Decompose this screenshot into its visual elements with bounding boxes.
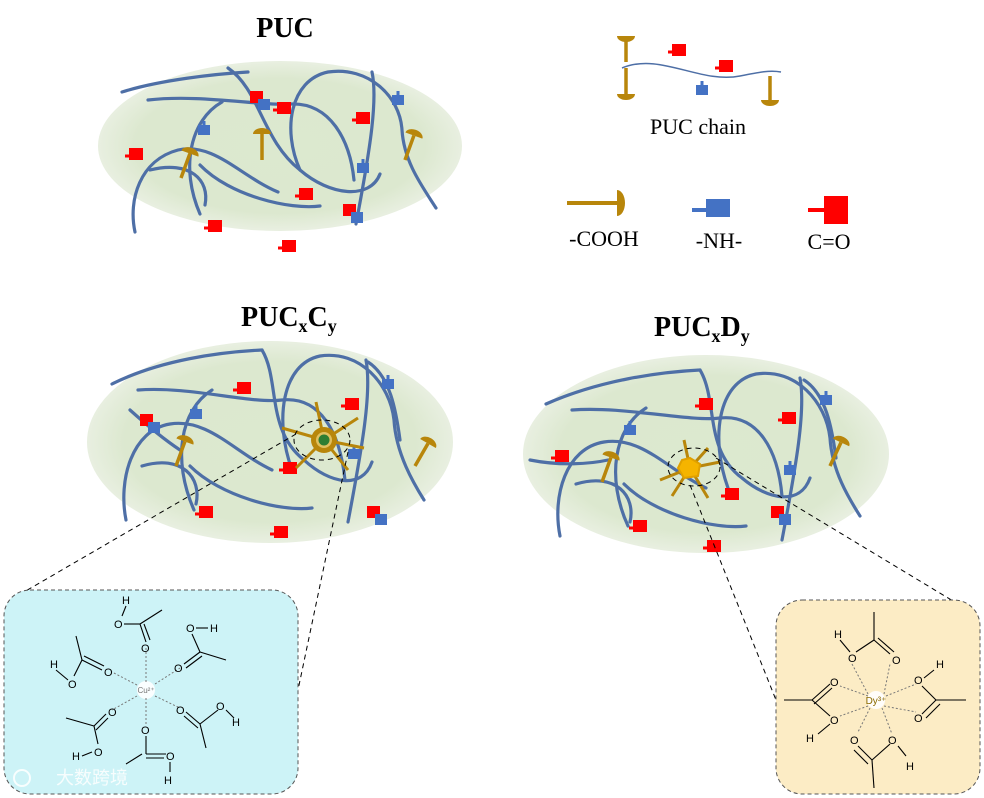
svg-text:H: H (232, 717, 240, 729)
svg-text:O: O (68, 679, 77, 691)
pucxcy-title: PUCxCy (241, 302, 337, 336)
svg-text:O: O (166, 751, 175, 763)
svg-text:H: H (210, 623, 218, 635)
watermark-text: 大数跨境 (56, 768, 128, 789)
legend-cooh-label: -COOH (569, 226, 639, 251)
svg-text:O: O (114, 619, 123, 631)
legend-co-label: C=O (808, 229, 851, 254)
legend-nh-label: -NH- (696, 228, 742, 253)
svg-text:O: O (914, 675, 923, 687)
pucxdy-title: PUCxDy (654, 312, 750, 346)
legend: PUC chain -COOH -NH- C=O (567, 36, 850, 254)
cooh-icon (567, 190, 625, 216)
svg-text:H: H (122, 595, 130, 607)
svg-text:O: O (141, 725, 150, 737)
svg-text:H: H (834, 629, 842, 641)
svg-text:O: O (186, 623, 195, 635)
pucxdy-ellipse (523, 355, 889, 553)
legend-chain-sample (615, 36, 782, 106)
nh-icon (692, 199, 730, 217)
svg-text:O: O (176, 705, 185, 717)
svg-text:H: H (906, 761, 914, 773)
svg-text:O: O (174, 663, 183, 675)
cu-ion-label: Cu²⁺ (137, 686, 154, 695)
pucxcy-panel: PUCxCy (87, 302, 453, 543)
pucxdy-panel: PUCxDy (523, 312, 889, 554)
dy-ion-label: Dy³⁺ (866, 696, 887, 707)
svg-text:O: O (914, 713, 923, 725)
svg-text:H: H (50, 659, 58, 671)
svg-text:O: O (141, 643, 150, 655)
puc-title: PUC (256, 13, 314, 44)
cu-complex-structure: Cu²⁺ H O O O H O (50, 595, 240, 787)
svg-text:O: O (888, 735, 897, 747)
svg-text:O: O (94, 747, 103, 759)
svg-text:O: O (848, 653, 857, 665)
svg-text:O: O (892, 655, 901, 667)
svg-text:H: H (806, 733, 814, 745)
svg-text:O: O (830, 715, 839, 727)
svg-text:H: H (72, 751, 80, 763)
cu-complex-inset: Cu²⁺ H O O O H O (3, 589, 299, 795)
puc-panel: PUC (98, 13, 462, 254)
svg-text:O: O (850, 735, 859, 747)
legend-chain-label: PUC chain (650, 114, 746, 139)
cu-node (281, 401, 365, 471)
zoom-lines (23, 433, 959, 701)
co-icon (808, 196, 848, 224)
svg-text:O: O (216, 701, 225, 713)
svg-text:O: O (830, 677, 839, 689)
dy-complex-structure: Dy³⁺ O O H O H (784, 612, 966, 789)
watermark: 大数跨境 (13, 768, 128, 789)
dy-node (659, 439, 721, 499)
svg-text:O: O (104, 667, 113, 679)
dy-complex-inset: Dy³⁺ O O H O H (775, 599, 981, 795)
svg-text:O: O (108, 707, 117, 719)
svg-text:H: H (936, 659, 944, 671)
svg-text:H: H (164, 775, 172, 787)
